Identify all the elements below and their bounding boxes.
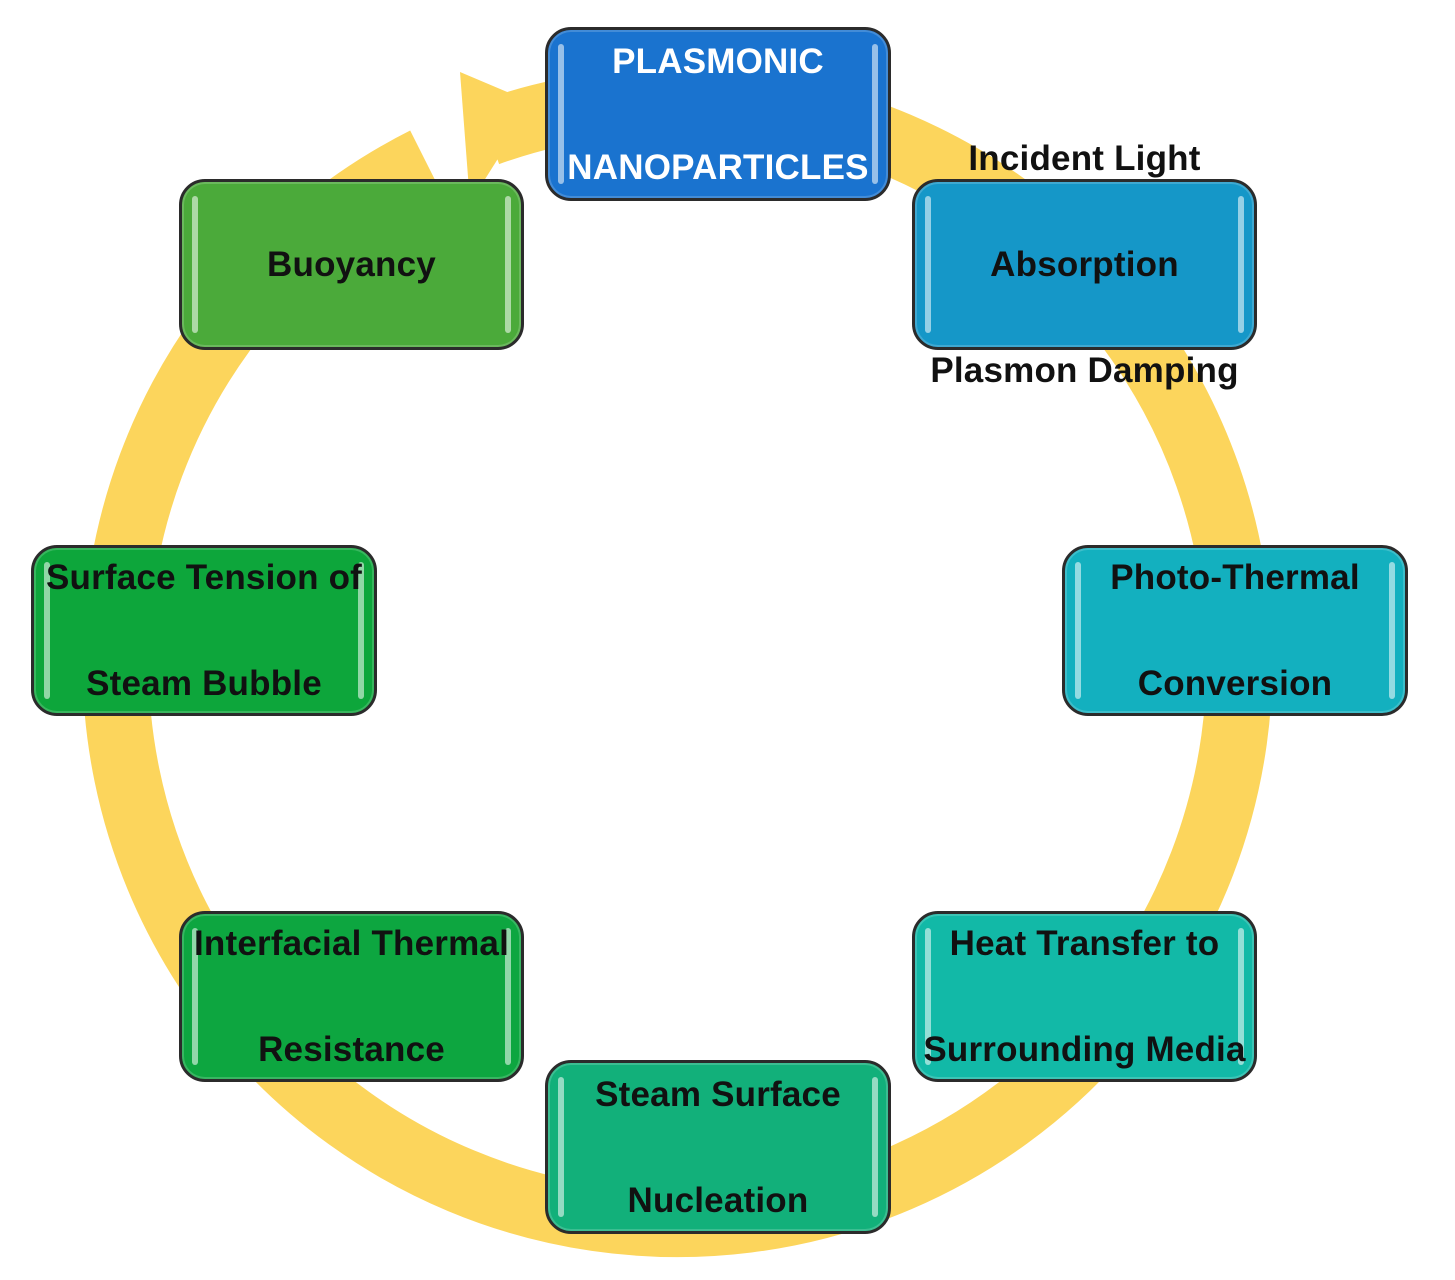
- node-heat-transfer-label: Heat Transfer to Surrounding Media: [923, 864, 1245, 1129]
- node-buoyancy-label: Buoyancy: [267, 185, 436, 344]
- node-buoyancy: Buoyancy: [179, 179, 524, 350]
- cycle-arrow-head: [460, 72, 533, 203]
- node-incident-light-absorption: Incident Light Absorption Plasmon Dampin…: [912, 139, 1257, 390]
- node-surface-tension-line-1: Surface Tension of: [45, 558, 363, 597]
- node-incident-light-absorption-label: Incident Light Absorption Plasmon Dampin…: [930, 79, 1238, 450]
- node-plasmonic-nanoparticles-line-2: NANOPARTICLES: [567, 147, 869, 187]
- node-buoyancy-line-1: Buoyancy: [267, 245, 436, 284]
- node-plasmonic-nanoparticles-line-1: PLASMONIC: [612, 41, 824, 81]
- node-interfacial-thermal-resistance: Interfacial Thermal Resistance: [179, 911, 524, 1082]
- node-photo-thermal-conversion-label: Photo-Thermal Conversion: [1110, 498, 1360, 763]
- node-surface-tension: Surface Tension of Steam Bubble: [31, 545, 377, 716]
- node-surface-tension-line-2: Steam Bubble: [86, 664, 322, 703]
- node-steam-surface-nucleation-line-2: Nucleation: [627, 1180, 809, 1220]
- node-interfacial-thermal-resistance-line-2: Resistance: [258, 1030, 445, 1069]
- node-photo-thermal-conversion: Photo-Thermal Conversion: [1062, 545, 1408, 716]
- node-heat-transfer-line-2: Surrounding Media: [923, 1030, 1246, 1069]
- node-steam-surface-nucleation: Steam Surface Nucleation: [545, 1060, 891, 1234]
- node-surface-tension-label: Surface Tension of Steam Bubble: [46, 498, 362, 763]
- node-heat-transfer-line-1: Heat Transfer to: [949, 924, 1220, 963]
- node-photo-thermal-conversion-line-1: Photo-Thermal: [1110, 558, 1360, 597]
- node-incident-light-absorption-line-1: Incident Light: [968, 139, 1201, 178]
- node-heat-transfer: Heat Transfer to Surrounding Media: [912, 911, 1257, 1082]
- node-incident-light-absorption-line-2: Absorption: [990, 245, 1179, 284]
- node-steam-surface-nucleation-label: Steam Surface Nucleation: [595, 1015, 841, 1280]
- node-incident-light-absorption-line-3: Plasmon Damping: [930, 351, 1239, 390]
- node-interfacial-thermal-resistance-label: Interfacial Thermal Resistance: [194, 864, 509, 1129]
- node-interfacial-thermal-resistance-line-1: Interfacial Thermal: [193, 924, 510, 963]
- node-plasmonic-nanoparticles-label: PLASMONIC NANOPARTICLES: [567, 0, 868, 247]
- node-photo-thermal-conversion-line-2: Conversion: [1137, 664, 1333, 703]
- node-steam-surface-nucleation-line-1: Steam Surface: [595, 1074, 841, 1114]
- node-plasmonic-nanoparticles: PLASMONIC NANOPARTICLES: [545, 27, 891, 201]
